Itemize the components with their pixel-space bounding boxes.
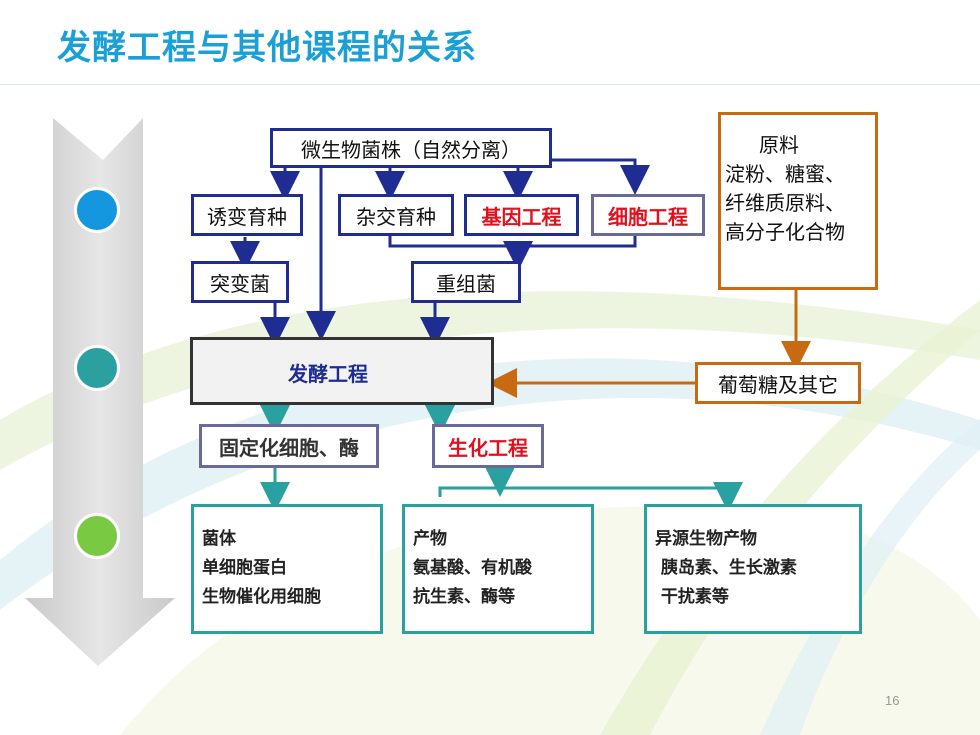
node-glucose: 葡萄糖及其它 bbox=[695, 362, 861, 404]
node-hybrid-breeding: 杂交育种 bbox=[338, 194, 454, 236]
page-title: 发酵工程与其他课程的关系 bbox=[57, 28, 477, 68]
timeline-arrow bbox=[25, 118, 175, 666]
node-cell-engineering: 细胞工程 bbox=[591, 194, 705, 236]
step-dot-1 bbox=[74, 187, 120, 233]
node-output-heterologous: 异源生物产物 胰岛素、生长激素 干扰素等 bbox=[644, 504, 862, 634]
node-mutant-strain: 突变菌 bbox=[191, 261, 289, 303]
raw-material-title: 原料 bbox=[759, 133, 799, 157]
output-line: 异源生物产物 bbox=[655, 529, 757, 549]
output-line: 干扰素等 bbox=[655, 587, 729, 607]
node-raw-material: 原料 淀粉、糖蜜、 纤维质原料、 高分子化合物 bbox=[718, 112, 878, 290]
output-line: 胰岛素、生长激素 bbox=[655, 558, 797, 578]
node-source-strain: 微生物菌株（自然分离） bbox=[270, 128, 552, 168]
node-recombinant-strain: 重组菌 bbox=[411, 261, 521, 303]
output-line: 单细胞蛋白 bbox=[202, 558, 287, 578]
output-line: 抗生素、酶等 bbox=[413, 587, 515, 607]
node-output-biomass: 菌体 单细胞蛋白 生物催化用细胞 bbox=[191, 504, 383, 634]
output-line: 氨基酸、有机酸 bbox=[413, 558, 532, 578]
output-line: 菌体 bbox=[202, 529, 236, 549]
page-number: 16 bbox=[885, 693, 900, 708]
title-divider bbox=[0, 84, 980, 85]
raw-material-line: 高分子化合物 bbox=[725, 220, 845, 244]
node-output-products: 产物 氨基酸、有机酸 抗生素、酶等 bbox=[402, 504, 594, 634]
step-dot-3 bbox=[74, 513, 120, 559]
node-fermentation-engineering: 发酵工程 bbox=[190, 337, 494, 405]
output-line: 产物 bbox=[413, 529, 447, 549]
node-gene-engineering: 基因工程 bbox=[464, 194, 579, 236]
raw-material-line: 纤维质原料、 bbox=[725, 191, 845, 215]
raw-material-line: 淀粉、糖蜜、 bbox=[725, 162, 845, 186]
node-biochemical-engineering: 生化工程 bbox=[432, 424, 544, 468]
node-immobilized-cells: 固定化细胞、酶 bbox=[199, 424, 379, 468]
step-dot-2 bbox=[74, 345, 120, 391]
output-line: 生物催化用细胞 bbox=[202, 587, 321, 607]
node-mutagenesis: 诱变育种 bbox=[191, 194, 303, 236]
